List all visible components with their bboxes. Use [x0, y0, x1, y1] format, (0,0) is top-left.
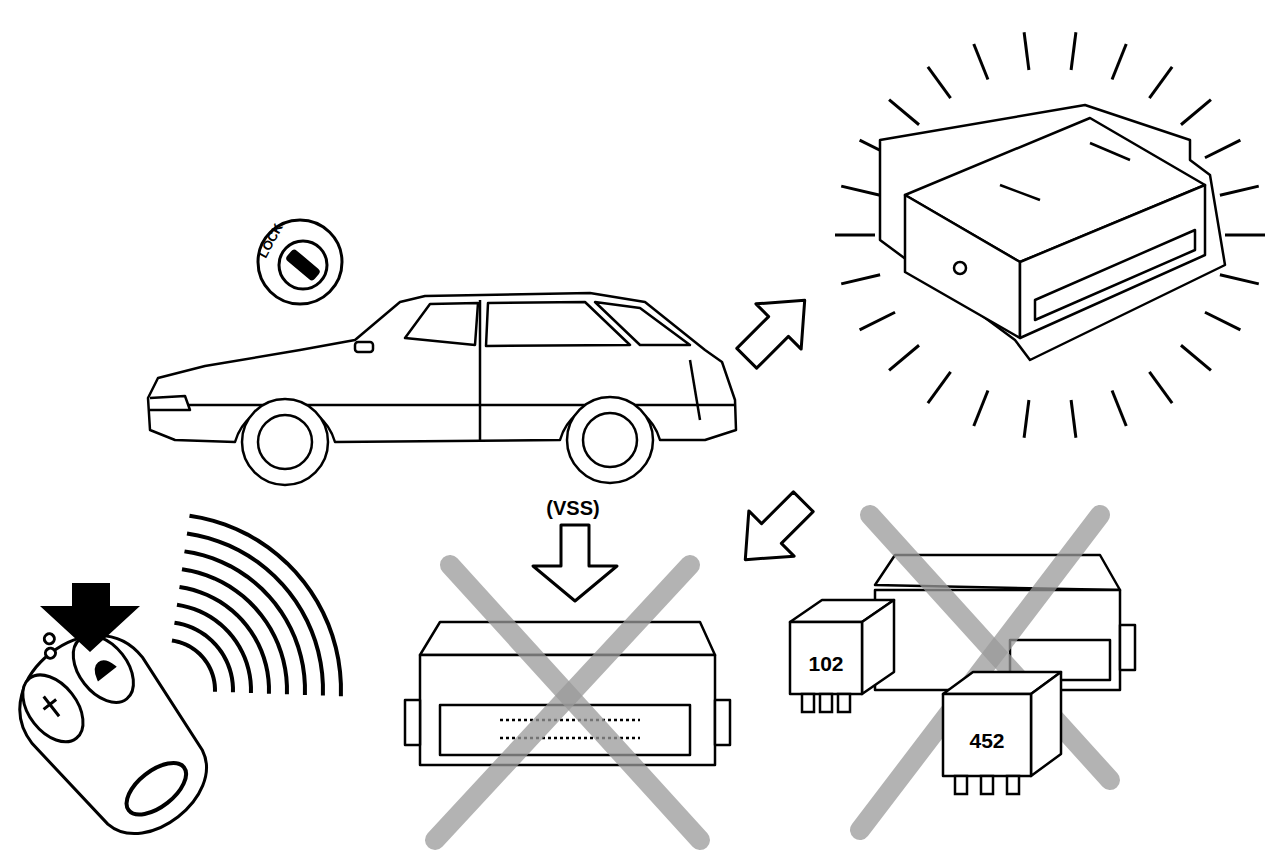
control-unit: [880, 105, 1225, 360]
glow-ray: [889, 100, 919, 125]
glow-ray: [1181, 100, 1211, 125]
key-fob: [0, 597, 233, 854]
wave-arc: [174, 623, 232, 693]
wave-arc: [172, 640, 215, 691]
car: [148, 293, 736, 485]
glow-ray: [1220, 186, 1259, 195]
glow-ray: [974, 390, 988, 426]
glow-ray: [1024, 400, 1029, 438]
glow-ray: [1112, 390, 1126, 426]
hollow-arrow: [533, 525, 617, 601]
relay-pin: [955, 776, 967, 794]
hollow-arrow: [723, 479, 826, 582]
press-arrow: [40, 583, 140, 652]
glow-ray: [1220, 275, 1259, 284]
glow-ray: [841, 275, 880, 284]
wave-arc: [189, 516, 340, 696]
glow-ray: [1112, 44, 1126, 80]
glow-ray: [835, 234, 875, 237]
glow-ray: [1225, 234, 1265, 237]
glow-ray: [841, 186, 880, 195]
wave-arc: [182, 569, 287, 694]
relay-pin: [802, 694, 814, 712]
relay-face: [1031, 672, 1061, 776]
glow-ray: [1024, 32, 1029, 70]
relay-pin: [820, 694, 832, 712]
radio-waves: [172, 516, 341, 696]
relay-face: [862, 600, 894, 694]
glow-ray: [1205, 140, 1240, 158]
relay-face: [790, 622, 862, 694]
relay-face: [943, 694, 1031, 776]
glow-ray: [1071, 400, 1076, 438]
relay: 452: [943, 672, 1065, 798]
wave-arc: [179, 587, 268, 694]
relay-pin: [981, 776, 993, 794]
relay-pin: [1007, 776, 1019, 794]
glow-ray: [860, 312, 895, 330]
wave-arc: [184, 551, 304, 695]
relay-number: 452: [969, 729, 1004, 753]
glow-ray: [1205, 312, 1240, 330]
relay: 102: [790, 600, 898, 716]
glow-ray: [974, 44, 988, 80]
glow-ray: [928, 67, 951, 98]
glow-ray: [928, 372, 951, 403]
wave-arc: [187, 534, 323, 696]
glow-ray: [1149, 372, 1172, 403]
relay-number: 102: [808, 652, 843, 676]
hollow-arrow: [724, 278, 827, 381]
glow-ray: [1181, 345, 1211, 370]
glow-rays: [835, 32, 1265, 438]
relay-shape: [790, 600, 898, 716]
signal-name: (VSS): [546, 497, 599, 520]
glow-ray: [1149, 67, 1172, 98]
cross-mark: [860, 515, 1110, 830]
glow-ray: [889, 345, 919, 370]
relay-pin: [838, 694, 850, 712]
cross-mark: [435, 565, 700, 840]
glow-ray: [1071, 32, 1076, 70]
